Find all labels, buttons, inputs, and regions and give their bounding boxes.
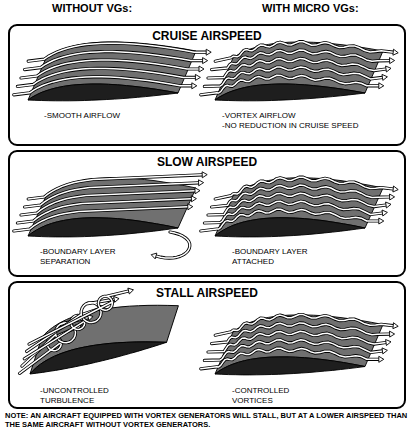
panel-heading: CRUISE AIRSPEED bbox=[10, 26, 404, 43]
flow-label: -CONTROLLED VORTICES bbox=[232, 386, 327, 406]
flow-label: -UNCONTROLLED TURBULENCE bbox=[40, 386, 135, 406]
panel-heading: STALL AIRSPEED bbox=[10, 283, 404, 300]
flow-label: -SMOOTH AIRFLOW bbox=[44, 111, 194, 121]
flow-label: -BOUNDARY LAYER SEPARATION bbox=[40, 247, 135, 267]
flow-label: -BOUNDARY LAYER ATTACHED bbox=[232, 247, 327, 267]
note-text: NOTE: AN AIRCRAFT EQUIPPED WITH VORTEX G… bbox=[5, 411, 409, 429]
column-header: WITHOUT VGs: bbox=[52, 3, 172, 13]
panel-heading: SLOW AIRSPEED bbox=[10, 152, 404, 169]
column-header: WITH MICRO VGs: bbox=[262, 3, 402, 13]
flow-label: -NO REDUCTION IN CRUISE SPEED bbox=[222, 121, 397, 131]
flow-label: -VORTEX AIRFLOW bbox=[222, 111, 392, 121]
